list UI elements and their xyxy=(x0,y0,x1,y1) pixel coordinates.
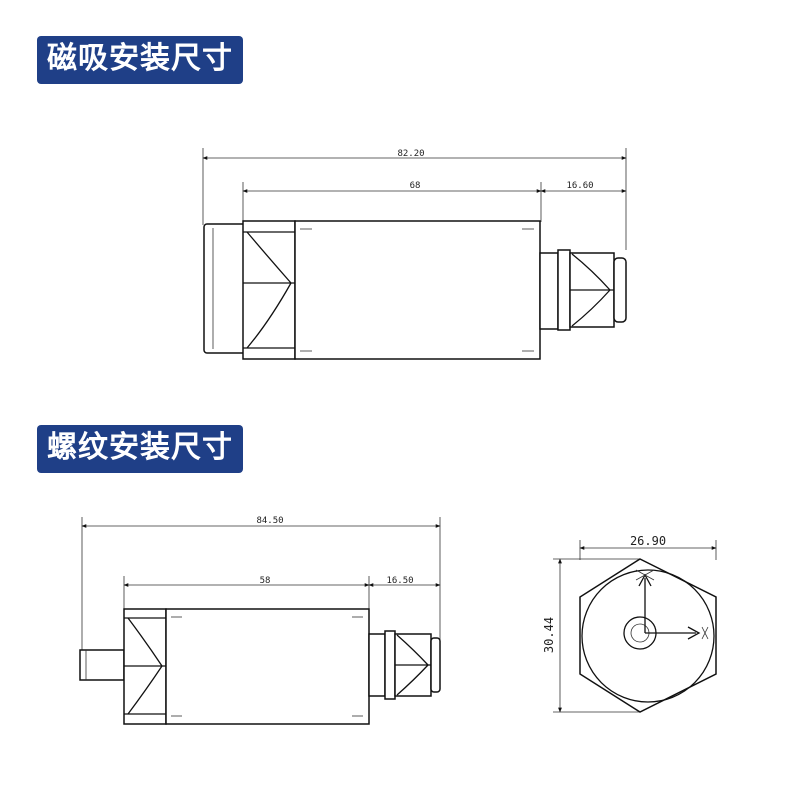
magnetic-sensor-drawing: 82.20 68 16.60 xyxy=(202,148,627,360)
thread-sensor-drawing: 84.50 58 16.50 xyxy=(79,516,441,725)
thread-mount-title: 螺纹安装尺寸 xyxy=(37,425,243,473)
magnetic-mount-title: 磁吸安装尺寸 xyxy=(37,36,243,84)
dim-width-end: 26.90 xyxy=(630,534,666,548)
dim-total-magnetic: 82.20 xyxy=(397,149,424,159)
dim-total-thread: 84.50 xyxy=(256,516,283,526)
dim-body-magnetic: 68 xyxy=(410,181,421,191)
dim-connector-thread: 16.50 xyxy=(386,576,413,586)
end-view-drawing: 26.90 30.44 xyxy=(542,534,717,713)
dim-connector-magnetic: 16.60 xyxy=(566,181,593,191)
dim-height-end: 30.44 xyxy=(542,617,556,653)
dim-body-thread: 58 xyxy=(260,576,271,586)
